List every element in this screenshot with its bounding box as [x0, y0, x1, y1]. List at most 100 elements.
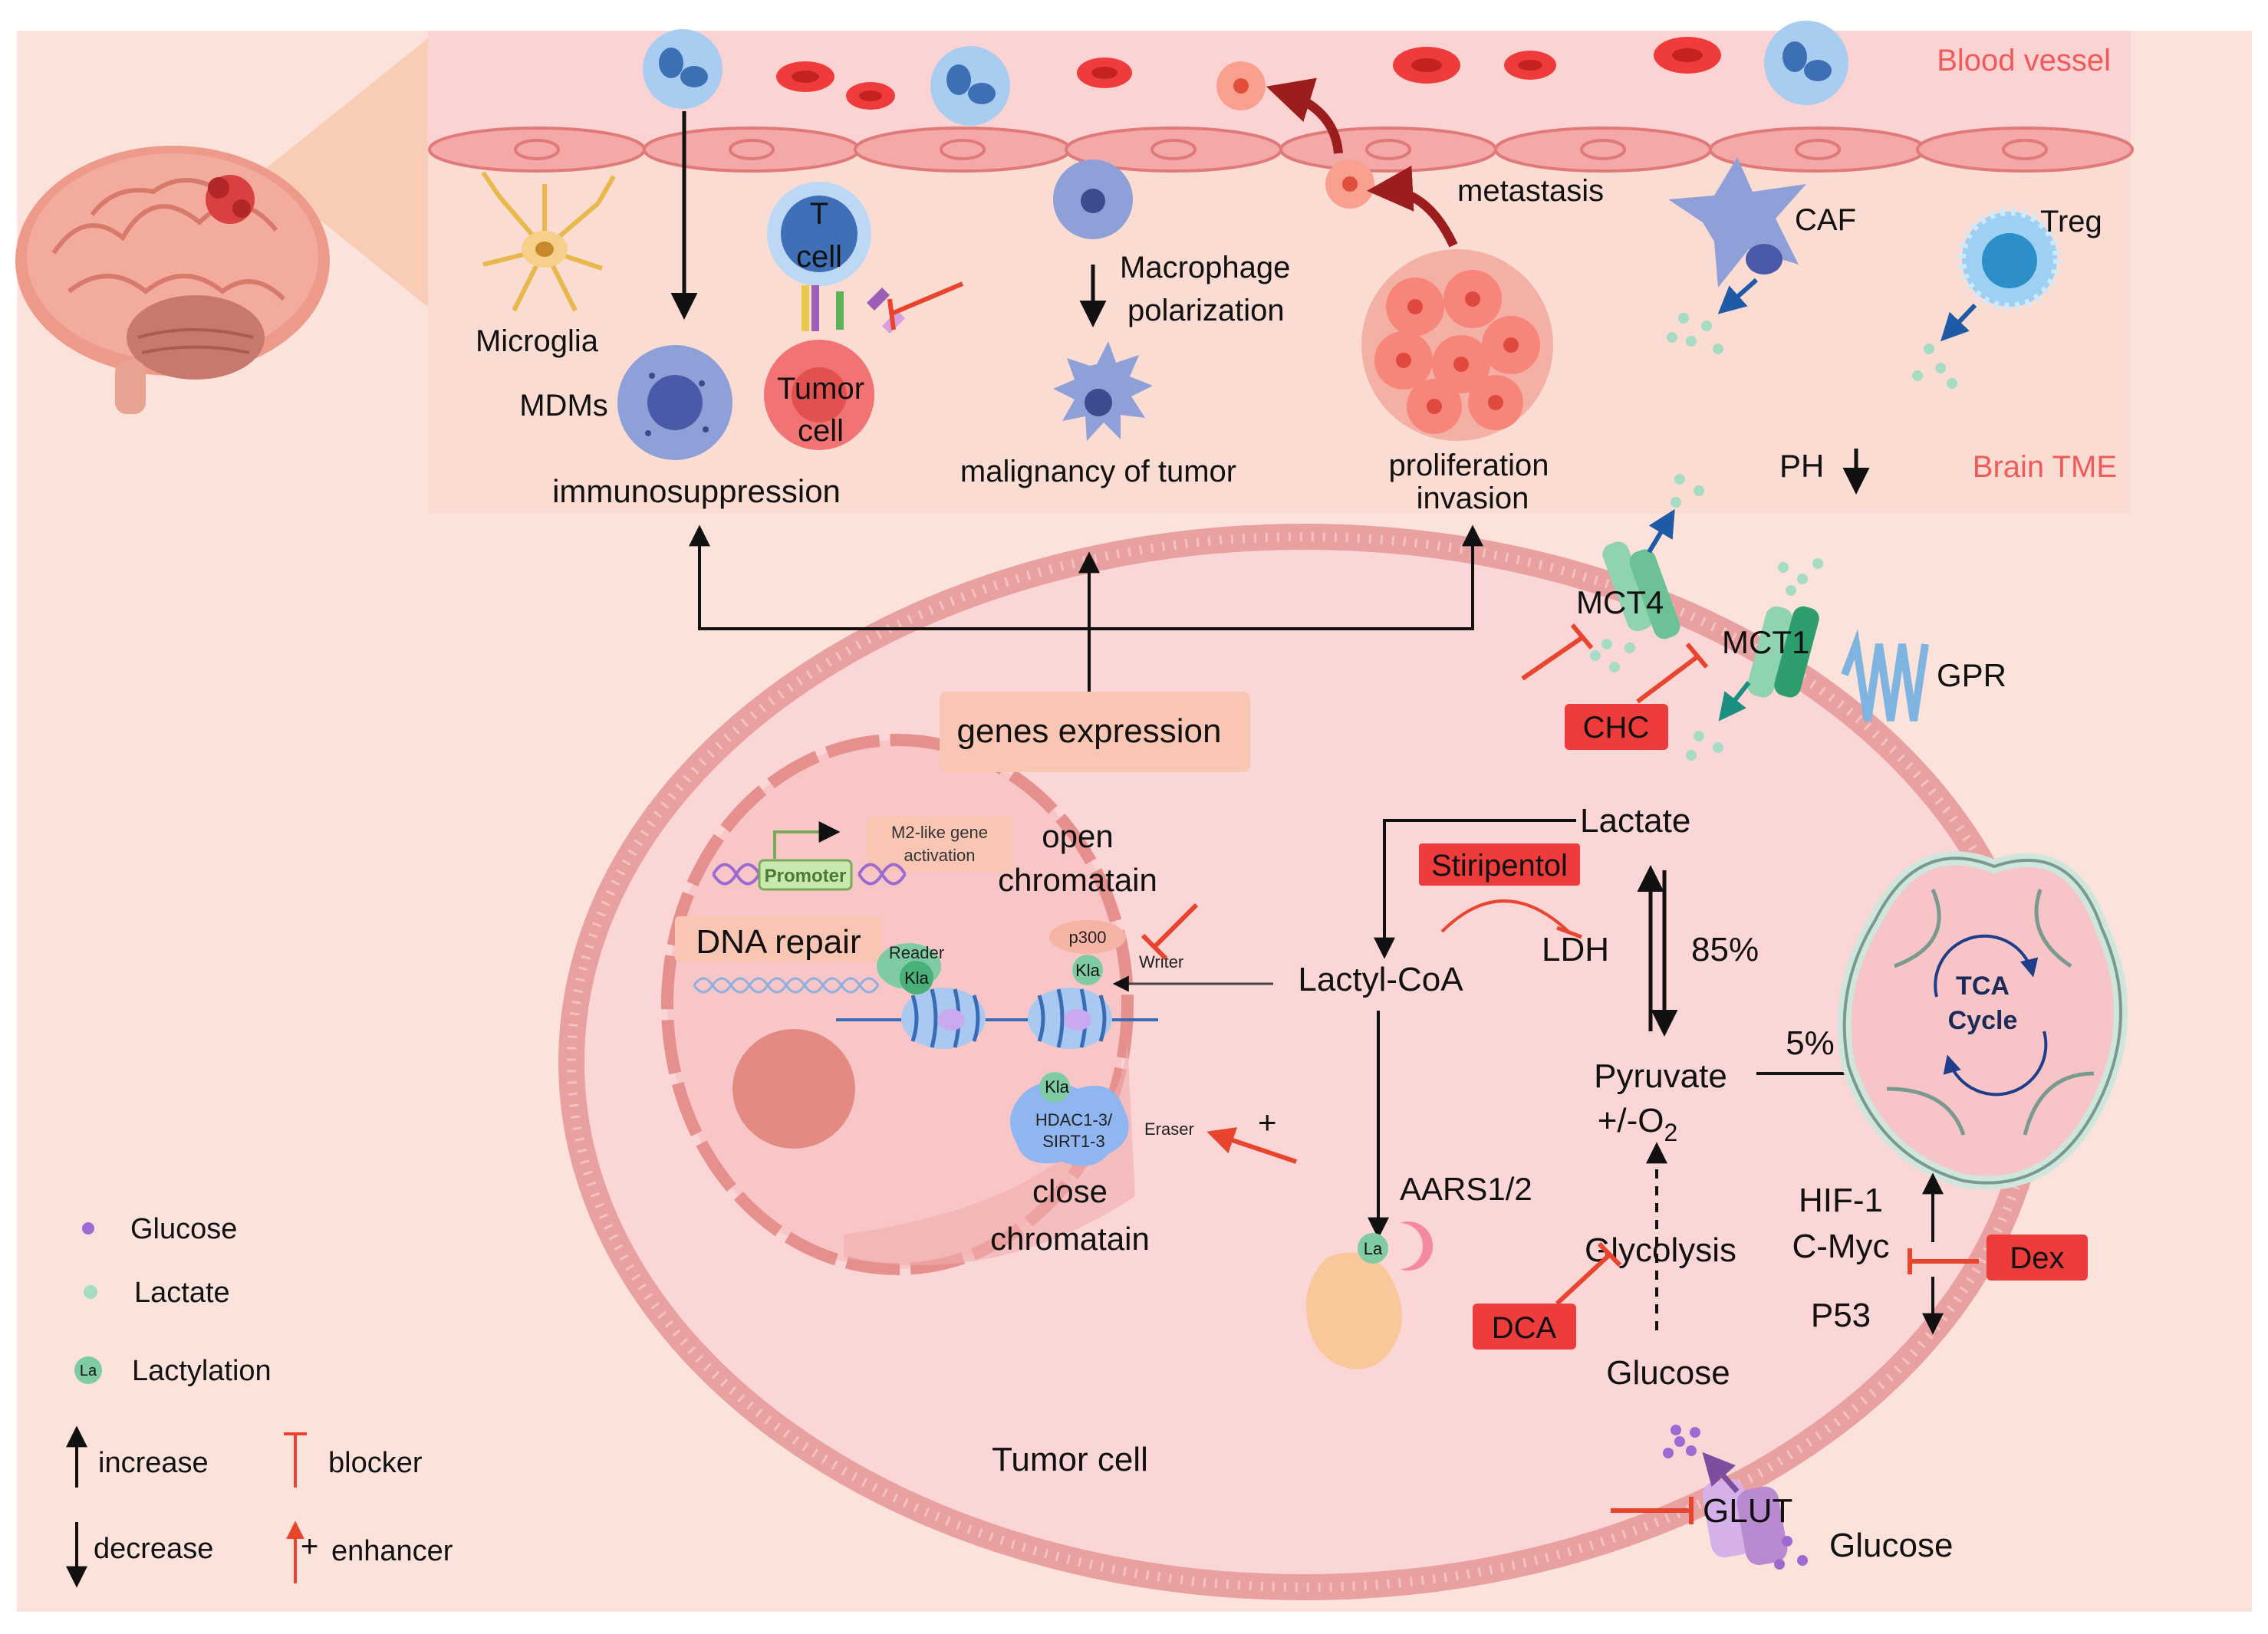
- mct1-label: MCT1: [1722, 624, 1809, 660]
- macrophage-m2: [1053, 341, 1153, 441]
- genes-expression-box: [940, 692, 1250, 772]
- mct4-transporter: [1602, 541, 1680, 639]
- dca-label: DCA: [1492, 1311, 1557, 1345]
- hif-label: HIF-1: [1799, 1182, 1883, 1219]
- treg-lactate-arrow: [1940, 303, 1977, 342]
- macrophage-label-1: Macrophage: [1120, 251, 1290, 284]
- dna-helix: [693, 977, 880, 994]
- legend-increase-label: increase: [98, 1447, 209, 1479]
- p300-label: p300: [1069, 928, 1107, 947]
- mdm-cell: [617, 345, 732, 460]
- m2-activation-box: [867, 817, 1012, 872]
- aars-label: AARS1/2: [1400, 1171, 1532, 1207]
- glycolysis-label: Glycolysis: [1585, 1231, 1736, 1269]
- checkpoint-blocker: [888, 281, 964, 317]
- lactate-to-lactyl-coa-line: [1383, 819, 1576, 951]
- m2-label-2: activation: [904, 846, 976, 865]
- mct1-lactate-dots: [1686, 558, 1823, 761]
- ldh-label: LDH: [1542, 931, 1609, 968]
- dna-repair-label: DNA repair: [696, 923, 861, 961]
- kla-label-eraser: Kla: [1045, 1077, 1070, 1096]
- blood-vessel-label: Blood vessel: [1937, 44, 2111, 77]
- proliferation-label: proliferation: [1388, 449, 1549, 482]
- mct4-label: MCT4: [1576, 584, 1664, 620]
- lactyl-coa-label: Lactyl-CoA: [1298, 961, 1463, 998]
- kla-mark-eraser: [1039, 1072, 1070, 1103]
- gpr-receptor: [1841, 629, 1929, 722]
- gene-output-arrows: [689, 524, 1483, 694]
- kla-label-writer: Kla: [1075, 961, 1101, 980]
- dex-drug-box: [1987, 1235, 2088, 1281]
- promoter-box: [758, 859, 853, 891]
- immunosuppression-label: immunosuppression: [552, 473, 841, 509]
- open-chromatin-label-2: chromatain: [998, 862, 1157, 898]
- brain-illustration: [15, 31, 437, 414]
- pct85-label: 85%: [1691, 931, 1759, 968]
- legend-lactate-icon: [84, 1285, 97, 1299]
- ldh-inhibition-arc: [1440, 899, 1570, 933]
- writer-blocker: [1152, 902, 1199, 949]
- hdac-label-1: HDAC1-3/: [1035, 1110, 1113, 1129]
- lactate-label: Lactate: [1580, 802, 1690, 840]
- glucose-dots: [1663, 1425, 1808, 1570]
- glucose-inside-label: Glucose: [1606, 1354, 1730, 1392]
- glycolysis-blocker: [1555, 1251, 1613, 1306]
- caf-label: CAF: [1795, 203, 1856, 237]
- legend-decrease-label: decrease: [94, 1533, 213, 1565]
- caf-lactate-dots: [1667, 313, 1723, 354]
- tumor-cluster: [1361, 249, 1553, 441]
- promoter-label: Promoter: [765, 866, 847, 886]
- dex-label: Dex: [2010, 1241, 2064, 1275]
- pct5-label: 5%: [1786, 1024, 1835, 1062]
- treg-cell: [1958, 208, 2061, 311]
- mct1-blocker: [1636, 653, 1700, 704]
- legend-glucose-icon: [82, 1222, 94, 1235]
- hdac-label-2: SIRT1-3: [1042, 1132, 1105, 1151]
- p53-label: P53: [1811, 1297, 1871, 1334]
- t-cell: [767, 182, 871, 286]
- oxygen-label: +/-O2: [1598, 1102, 1678, 1146]
- oxygen-subscript: 2: [1664, 1119, 1678, 1146]
- reader-label: Reader: [889, 943, 944, 962]
- nucleosome-right: [1028, 988, 1112, 1049]
- tumor-cell-label-1: Tumor: [777, 372, 864, 406]
- legend: Glucose Lactate La Lactylation increase …: [66, 1213, 453, 1588]
- la-label-aars: La: [1364, 1239, 1383, 1258]
- metastasis-arrow-lower: [1367, 165, 1458, 248]
- legend-blocker-label: blocker: [328, 1447, 423, 1479]
- kla-mark-reader: [900, 961, 933, 995]
- glut-transporter: [1702, 1478, 1788, 1566]
- eraser-enhancer-arrow: [1206, 1127, 1297, 1164]
- cmyc-label: C-Myc: [1792, 1228, 1889, 1265]
- metastatic-cell: [1325, 159, 1374, 209]
- chc-label: CHC: [1583, 711, 1650, 745]
- aars-enzyme: [1305, 1221, 1434, 1369]
- mct4-blocker: [1521, 634, 1585, 681]
- genes-expression-label: genes expression: [957, 712, 1222, 750]
- macrophage-m1: [1053, 159, 1133, 239]
- mct1-transporter: [1747, 606, 1819, 698]
- legend-lactylation-label: Lactylation: [132, 1355, 272, 1387]
- legend-la-label: La: [80, 1363, 97, 1379]
- mitochondrion: [1837, 851, 2128, 1190]
- eraser-protein: [1010, 1082, 1129, 1166]
- tca-label-1: TCA: [1956, 972, 2010, 1001]
- ph-label: PH: [1779, 448, 1824, 484]
- metastasis-arrow-upper: [1266, 77, 1343, 154]
- malignancy-label: malignancy of tumor: [960, 455, 1236, 488]
- close-chromatin-label-1: close: [1032, 1173, 1108, 1209]
- close-chromatin-label-2: chromatain: [990, 1221, 1150, 1257]
- p300-protein: [1049, 920, 1126, 954]
- gpr-label: GPR: [1937, 657, 2006, 693]
- kla-label-reader: Kla: [904, 968, 930, 988]
- legend-lactate-label: Lactate: [134, 1277, 230, 1309]
- la-mark-aars: [1358, 1233, 1388, 1264]
- t-cell-label-2: cell: [796, 240, 842, 274]
- t-cell-label-1: T: [810, 197, 828, 231]
- microglia-label: Microglia: [476, 324, 599, 358]
- stiripentol-label: Stiripentol: [1431, 849, 1568, 883]
- tca-label-2: Cycle: [1948, 1006, 2018, 1035]
- legend-enhancer-label: enhancer: [331, 1535, 453, 1567]
- mdms-label: MDMs: [519, 389, 608, 422]
- dca-drug-box: [1473, 1304, 1576, 1350]
